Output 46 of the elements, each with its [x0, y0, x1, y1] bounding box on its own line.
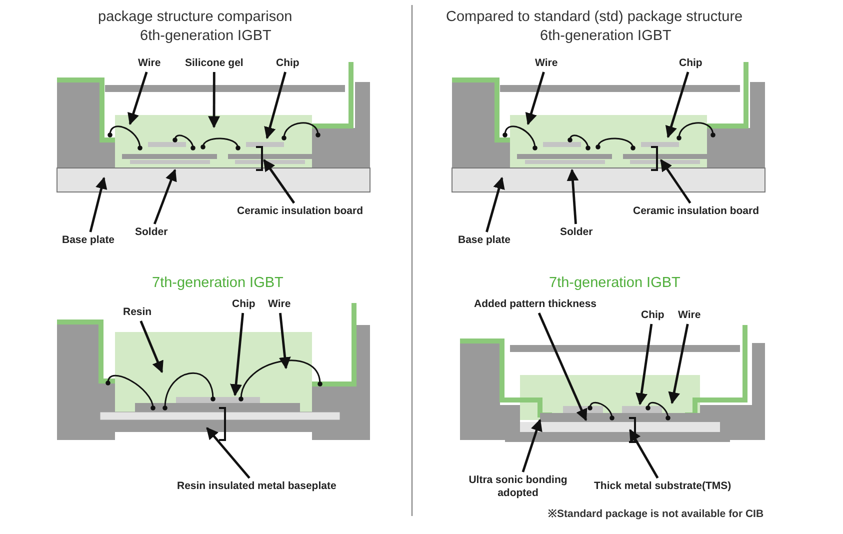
- callout-label: Chip: [679, 57, 702, 70]
- panel-heading: Compared to standard (std) package structure: [446, 8, 743, 26]
- panel-heading: 6th-generation IGBT: [140, 27, 272, 45]
- leader-line: [566, 168, 579, 224]
- leader-line: [208, 72, 220, 128]
- callout-label: Ceramic insulation board: [237, 205, 364, 218]
- callout-label: Thick metal substrate(TMS): [594, 480, 732, 493]
- callout-label: Solder: [560, 226, 593, 239]
- panel-heading: package structure comparison: [98, 8, 292, 26]
- leader-line: [206, 427, 250, 479]
- leader-line: [230, 312, 244, 396]
- callout-label: Base plate: [458, 234, 511, 247]
- callout-label: Added pattern thickness: [474, 298, 597, 311]
- callout-label: Wire: [138, 57, 161, 70]
- footnote: ※Standard package is not available for CIB: [548, 507, 764, 520]
- leader-line: [660, 159, 692, 204]
- callout-label: Resin: [123, 306, 152, 319]
- callout-label: Ultra sonic bonding adopted: [458, 474, 578, 500]
- callout-label: Solder: [135, 226, 168, 239]
- callout-label: Wire: [268, 298, 291, 311]
- leader-line: [89, 176, 108, 232]
- callout-label: Wire: [535, 57, 558, 70]
- callout-label: Chip: [641, 309, 664, 322]
- leader-line: [278, 312, 291, 370]
- leader-line: [538, 312, 588, 422]
- leader-line: [264, 72, 286, 140]
- callout-label: Resin insulated metal baseplate: [177, 480, 336, 493]
- callout-label: Ceramic insulation board: [633, 205, 760, 218]
- panel-heading: 6th-generation IGBT: [540, 27, 672, 45]
- callout-label: Chip: [276, 57, 300, 70]
- leader-line: [668, 324, 689, 404]
- leader-line: [153, 168, 177, 224]
- leader-line: [486, 176, 505, 232]
- callout-label: Base plate: [62, 234, 115, 247]
- callout-label: Chip: [232, 298, 256, 311]
- leader-line: [128, 72, 148, 126]
- leader-line: [522, 418, 542, 472]
- leader-line: [525, 72, 545, 126]
- leader-line: [263, 159, 296, 204]
- leader-line: [628, 428, 659, 479]
- callout-label: Wire: [678, 309, 701, 322]
- panel-heading: 7th-generation IGBT: [152, 274, 284, 292]
- leader-line: [665, 72, 690, 138]
- panel-heading: 7th-generation IGBT: [549, 274, 680, 292]
- callout-label: Silicone gel: [185, 57, 244, 70]
- leader-line: [636, 324, 653, 406]
